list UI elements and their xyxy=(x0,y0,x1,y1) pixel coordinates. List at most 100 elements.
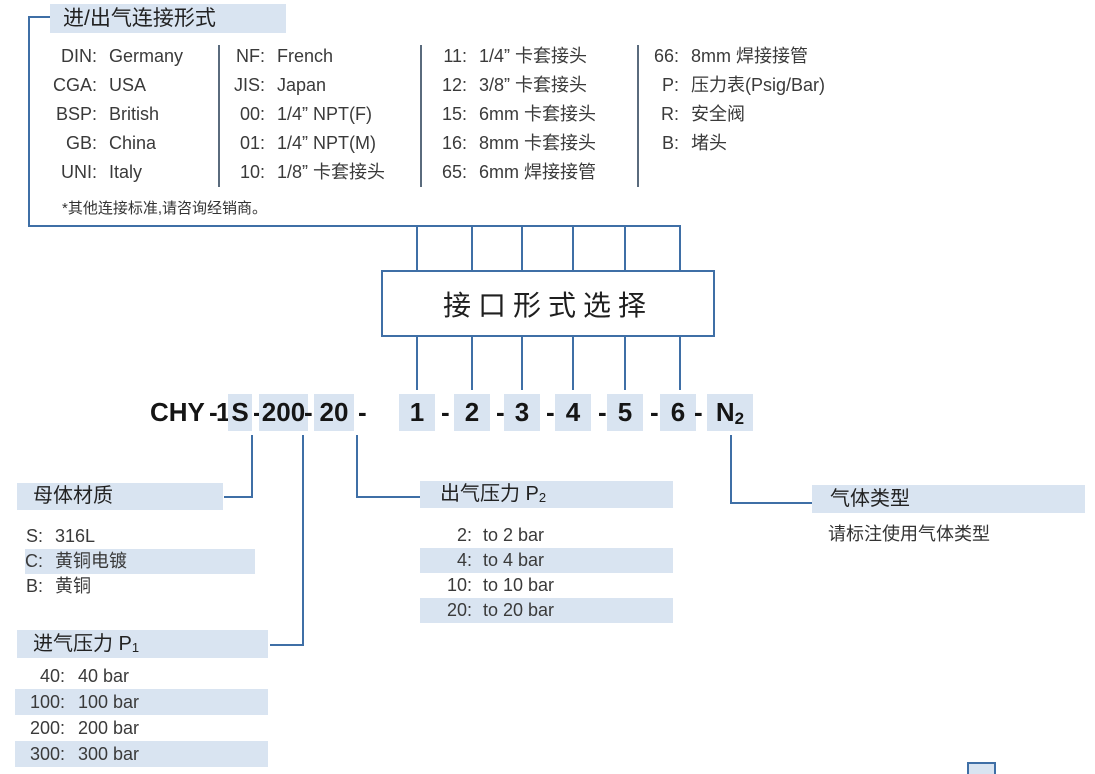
option-description: French xyxy=(277,46,334,66)
code-segment: - xyxy=(304,397,313,427)
table-row: 11: 1/4” 卡套接头 xyxy=(408,42,596,71)
inlet-pressure-title: 进气压力 P xyxy=(33,633,132,655)
list-item: 300:300 bar xyxy=(15,741,268,767)
option-description: 8mm 焊接接管 xyxy=(691,46,808,66)
code-segment-highlight: 6 xyxy=(660,394,696,431)
inlet-pressure-connector-h xyxy=(270,644,304,646)
code-segment-highlight: 3 xyxy=(504,394,540,431)
option-code: 00: xyxy=(239,104,265,124)
option-code: 12: xyxy=(441,75,467,95)
option-code: 2: xyxy=(456,525,472,545)
connection-note: *其他连接标准,请咨询经销商。 xyxy=(62,200,268,217)
table-row: P: 压力表(Psig/Bar) xyxy=(618,71,825,100)
outlet-pressure-header: 出气压力 P2 xyxy=(420,481,673,508)
option-description: 黄铜电镀 xyxy=(55,551,127,571)
option-code: DIN: xyxy=(61,46,97,66)
bracket-bottom-line xyxy=(28,225,681,227)
table-row: 00:1/4” NPT(F) xyxy=(198,100,385,129)
table-row: GB:China xyxy=(30,129,183,158)
option-description: Japan xyxy=(277,75,327,95)
outlet-pressure-title: 出气压力 P xyxy=(440,483,539,505)
option-description: 黄铜 xyxy=(55,576,91,596)
option-description: 6mm 卡套接头 xyxy=(479,104,596,124)
code-segment-highlight: 20 xyxy=(314,394,354,431)
option-description: British xyxy=(109,104,160,124)
option-code: 65: xyxy=(441,162,467,182)
option-code: 10: xyxy=(239,162,265,182)
gas-type-title: 气体类型 xyxy=(830,488,910,510)
option-code: 15: xyxy=(441,104,467,124)
option-code: BSP: xyxy=(55,104,97,124)
outlet-pressure-connector-h xyxy=(356,496,422,498)
table-row: 16:8mm 卡套接头 xyxy=(408,129,596,158)
gas-type-note: 请标注使用气体类型 xyxy=(828,524,990,544)
option-code: B: xyxy=(661,133,679,153)
option-description: China xyxy=(109,133,157,153)
table-row: 10: 1/8” 卡套接头 xyxy=(198,158,385,187)
connection-section-title: 进/出气连接形式 xyxy=(50,4,286,33)
code-segment: - xyxy=(496,397,505,427)
outlet-pressure-connector-v xyxy=(356,435,358,498)
body-material-connector-h xyxy=(224,496,253,498)
code-segment-highlight: 5 xyxy=(607,394,643,431)
code-segment: 1 xyxy=(216,397,231,427)
option-description: 堵头 xyxy=(691,133,727,153)
option-code: 300: xyxy=(29,744,65,764)
table-row: UNI: Italy xyxy=(30,158,183,187)
list-item: 10:to 10 bar xyxy=(420,573,673,598)
option-description: 40 bar xyxy=(78,666,130,686)
option-code: P: xyxy=(661,75,679,95)
table-divider-3 xyxy=(637,45,639,187)
option-description: 压力表(Psig/Bar) xyxy=(691,75,826,95)
option-code: 10: xyxy=(446,575,472,595)
code-segment-highlight: 1 xyxy=(399,394,435,431)
list-item: 40: 40 bar xyxy=(15,663,268,689)
table-divider-2 xyxy=(420,45,422,187)
option-description: 100 bar xyxy=(78,692,140,712)
table-row: R:安全阀 xyxy=(618,100,825,129)
gas-type-header: 气体类型 xyxy=(812,485,1085,513)
code-segment: - xyxy=(253,397,262,427)
code-segment: - xyxy=(650,397,659,427)
table-row: DIN:Germany xyxy=(30,42,183,71)
option-description: 1/8” 卡套接头 xyxy=(277,162,386,182)
option-code: 4: xyxy=(456,550,472,570)
option-code: 200: xyxy=(29,718,65,738)
option-code: UNI: xyxy=(61,162,97,182)
option-code: CGA: xyxy=(52,75,97,95)
table-row: B: 堵头 xyxy=(618,129,825,158)
option-code: 11: xyxy=(443,46,467,66)
list-item: 4:to 4 bar xyxy=(420,548,673,573)
list-item: 20:to 20 bar xyxy=(420,598,673,623)
option-code: NF: xyxy=(236,46,265,66)
code-segment-highlight: 200 xyxy=(259,394,308,431)
list-item: 100:100 bar xyxy=(15,689,268,715)
bracket-tick-line xyxy=(28,16,52,18)
option-description: to 2 bar xyxy=(483,525,545,545)
gas-type-connector-h xyxy=(730,502,814,504)
option-code: 01: xyxy=(239,133,265,153)
list-item: 2: to 2 bar xyxy=(420,523,673,548)
inlet-pressure-header: 进气压力 P1 xyxy=(17,630,268,658)
connection-column: 66:8mm 焊接接管 P: 压力表(Psig/Bar) R:安全阀 B: 堵头 xyxy=(618,42,825,158)
option-code: C: xyxy=(25,551,43,571)
code-segment-highlight: S xyxy=(228,394,252,431)
option-description: Italy xyxy=(109,162,143,182)
code-segment-highlight: N2 xyxy=(707,394,753,431)
outlet-pressure-subscript: 2 xyxy=(538,490,547,505)
list-item: B:黄铜 xyxy=(25,574,255,599)
list-item: C: 黄铜电镀 xyxy=(25,549,255,574)
option-description: 1/4” 卡套接头 xyxy=(479,46,588,66)
table-row: 66:8mm 焊接接管 xyxy=(618,42,825,71)
code-segment: - xyxy=(441,397,450,427)
code-segment: - xyxy=(598,397,607,427)
code-segment: - xyxy=(694,397,703,427)
code-segment-highlight: 4 xyxy=(555,394,591,431)
option-code: 40: xyxy=(39,666,65,686)
code-segment-highlight: 2 xyxy=(454,394,490,431)
option-code: 16: xyxy=(441,133,467,153)
